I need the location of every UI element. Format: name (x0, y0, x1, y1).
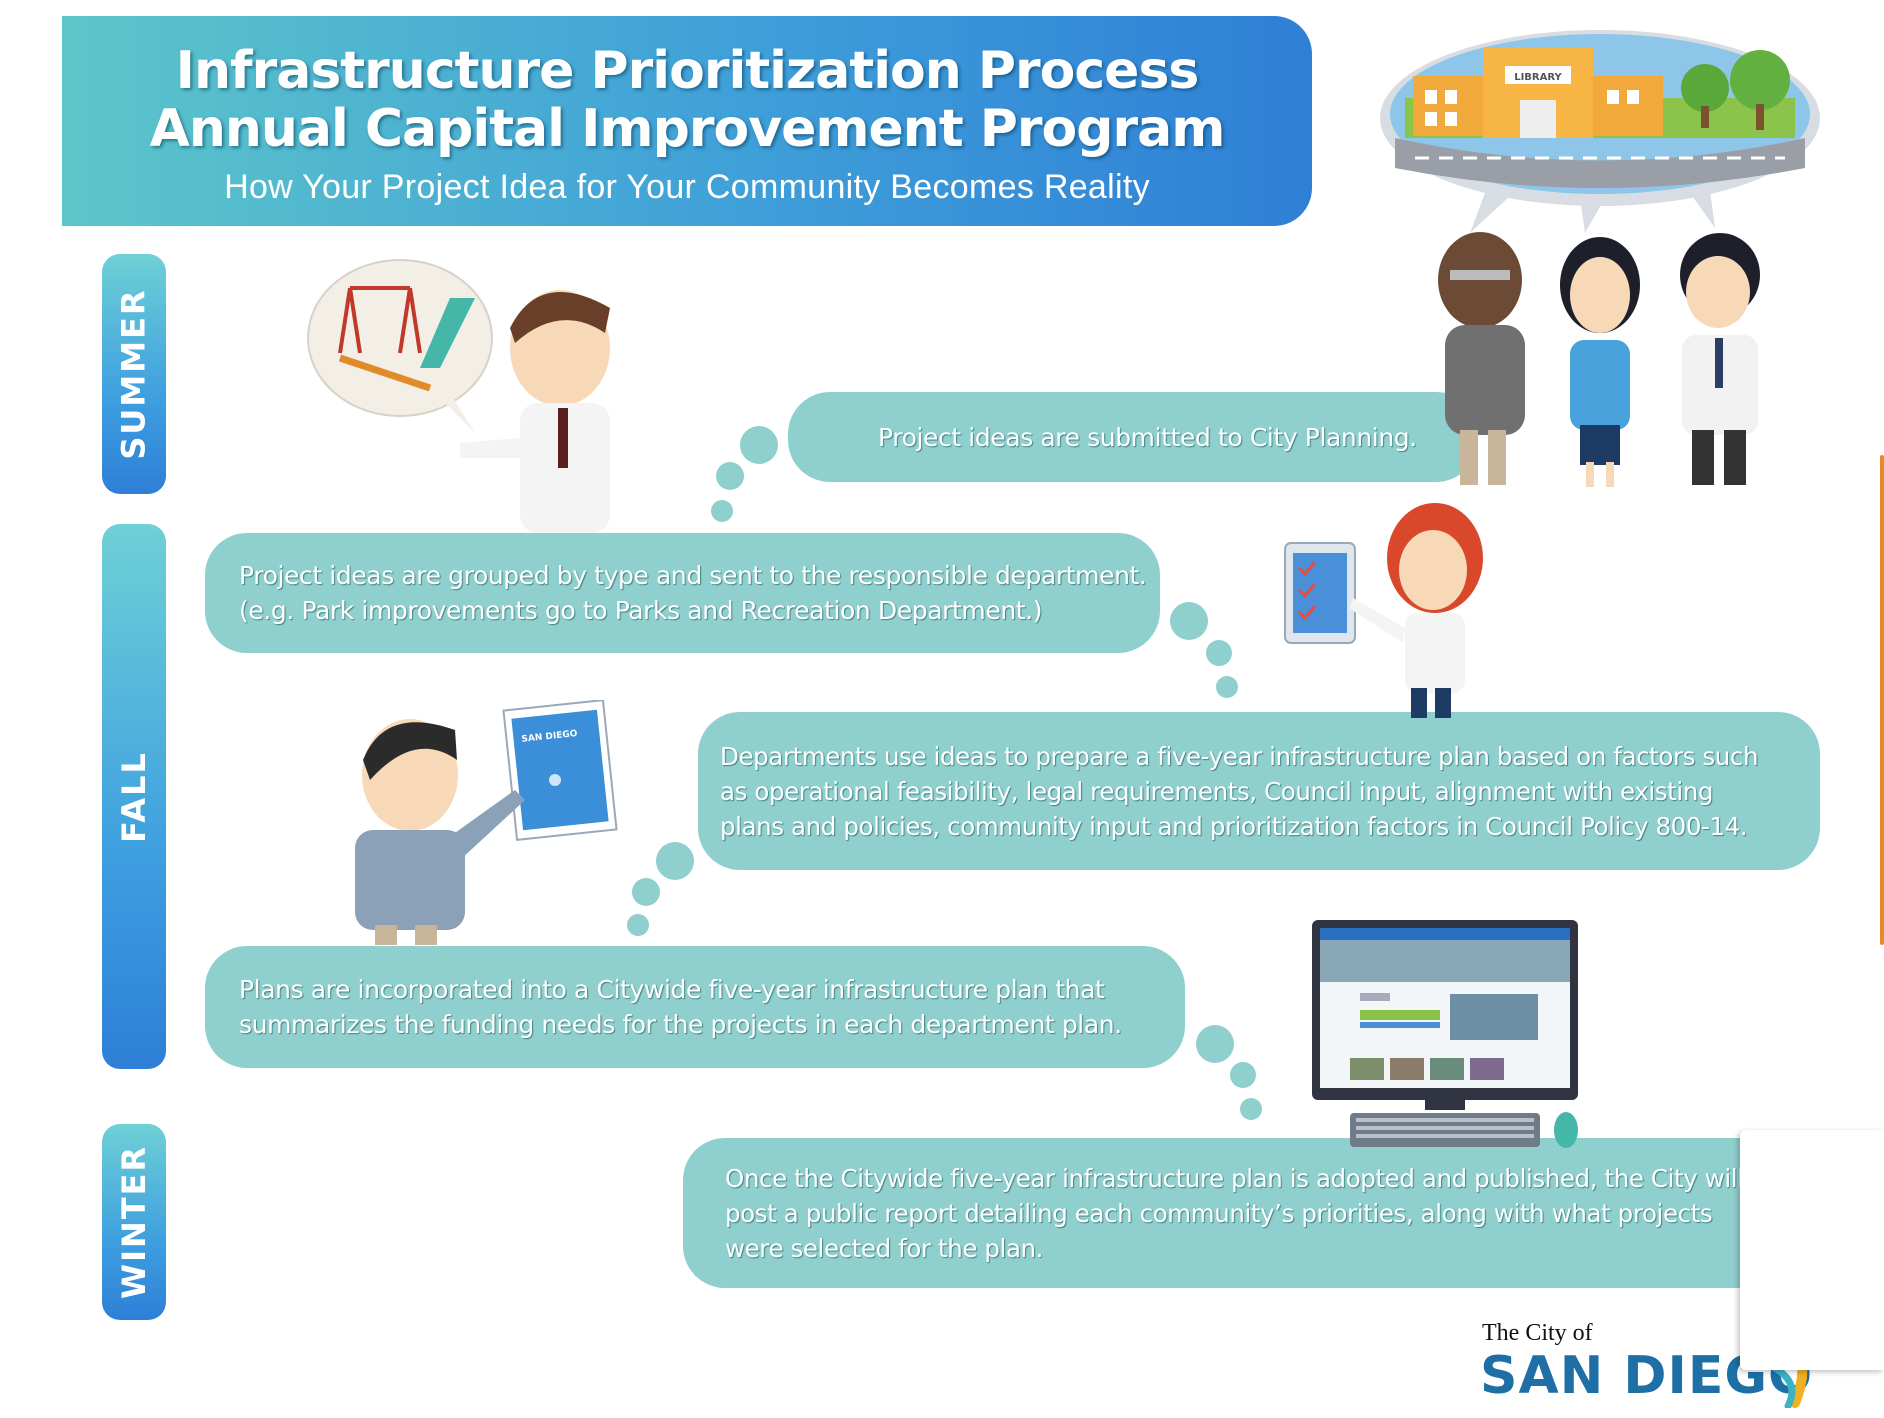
thought-dot (716, 462, 744, 490)
step-bubble-3: Departments use ideas to prepare a five-… (698, 712, 1820, 870)
step-text-line: summarizes the funding needs for the pro… (239, 1010, 1122, 1039)
resident-playground-idea-illustration (307, 259, 610, 533)
season-tab-summer: SUMMER (102, 254, 166, 494)
thought-dot (632, 878, 660, 906)
library-thought-cloud-illustration: LIBRARY (1380, 30, 1820, 233)
side-overlay-panel (1740, 1130, 1884, 1370)
header-banner: Infrastructure Prioritization Process An… (62, 16, 1312, 226)
step-text-line: Once the Citywide five-year infrastructu… (725, 1163, 1744, 1193)
step-bubble-4: Plans are incorporated into a Citywide f… (205, 946, 1185, 1068)
edge-scroll-tab[interactable] (1880, 455, 1884, 945)
step-text-line: were selected for the plan. (725, 1233, 1044, 1263)
thought-dot (1196, 1025, 1234, 1063)
step-bubble-5: Once the Citywide five-year infrastructu… (683, 1138, 1820, 1288)
thought-dot (711, 500, 733, 522)
library-sign: LIBRARY (1514, 72, 1562, 83)
season-label: SUMMER (115, 288, 153, 460)
logo-text-line-1: The City of (1482, 1320, 1593, 1346)
thought-dot (740, 426, 778, 464)
season-label: FALL (115, 750, 154, 843)
staff-checklist-illustration (1284, 503, 1483, 718)
step-text-line: plans and policies, community input and … (720, 811, 1748, 841)
thought-dot (656, 842, 694, 880)
step-text-line: Plans are incorporated into a Citywide f… (239, 975, 1105, 1004)
step-text-line: Departments use ideas to prepare a five-… (720, 741, 1759, 771)
page-title-line-1: Infrastructure Prioritization Process (175, 41, 1200, 101)
step-bubble-2: Project ideas are grouped by type and se… (205, 533, 1160, 653)
step-text-line: post a public report detailing each comm… (725, 1198, 1713, 1228)
step-text-line: Project ideas are submitted to City Plan… (878, 422, 1417, 452)
page-title-line-2: Annual Capital Improvement Program (149, 99, 1226, 159)
step-text-line: (e.g. Park improvements go to Parks and … (239, 596, 1043, 625)
thought-dot (627, 914, 649, 936)
season-tab-winter: WINTER (102, 1124, 166, 1320)
thought-dot (1230, 1062, 1256, 1088)
thought-dot (1240, 1098, 1262, 1120)
computer-website-illustration (1312, 920, 1578, 1148)
staff-report-illustration: SAN DIEGO (355, 700, 618, 945)
page-subtitle: How Your Project Idea for Your Community… (224, 168, 1150, 206)
season-label: WINTER (115, 1144, 153, 1300)
step-text-line: as operational feasibility, legal requir… (720, 776, 1714, 806)
thought-dot (1216, 676, 1238, 698)
thought-dot (1170, 602, 1208, 640)
three-residents-illustration (1438, 232, 1760, 487)
thought-dot (1206, 640, 1232, 666)
step-bubble-1: Project ideas are submitted to City Plan… (788, 392, 1478, 482)
step-text-line: Project ideas are grouped by type and se… (239, 561, 1147, 590)
season-tab-fall: FALL (102, 524, 166, 1069)
